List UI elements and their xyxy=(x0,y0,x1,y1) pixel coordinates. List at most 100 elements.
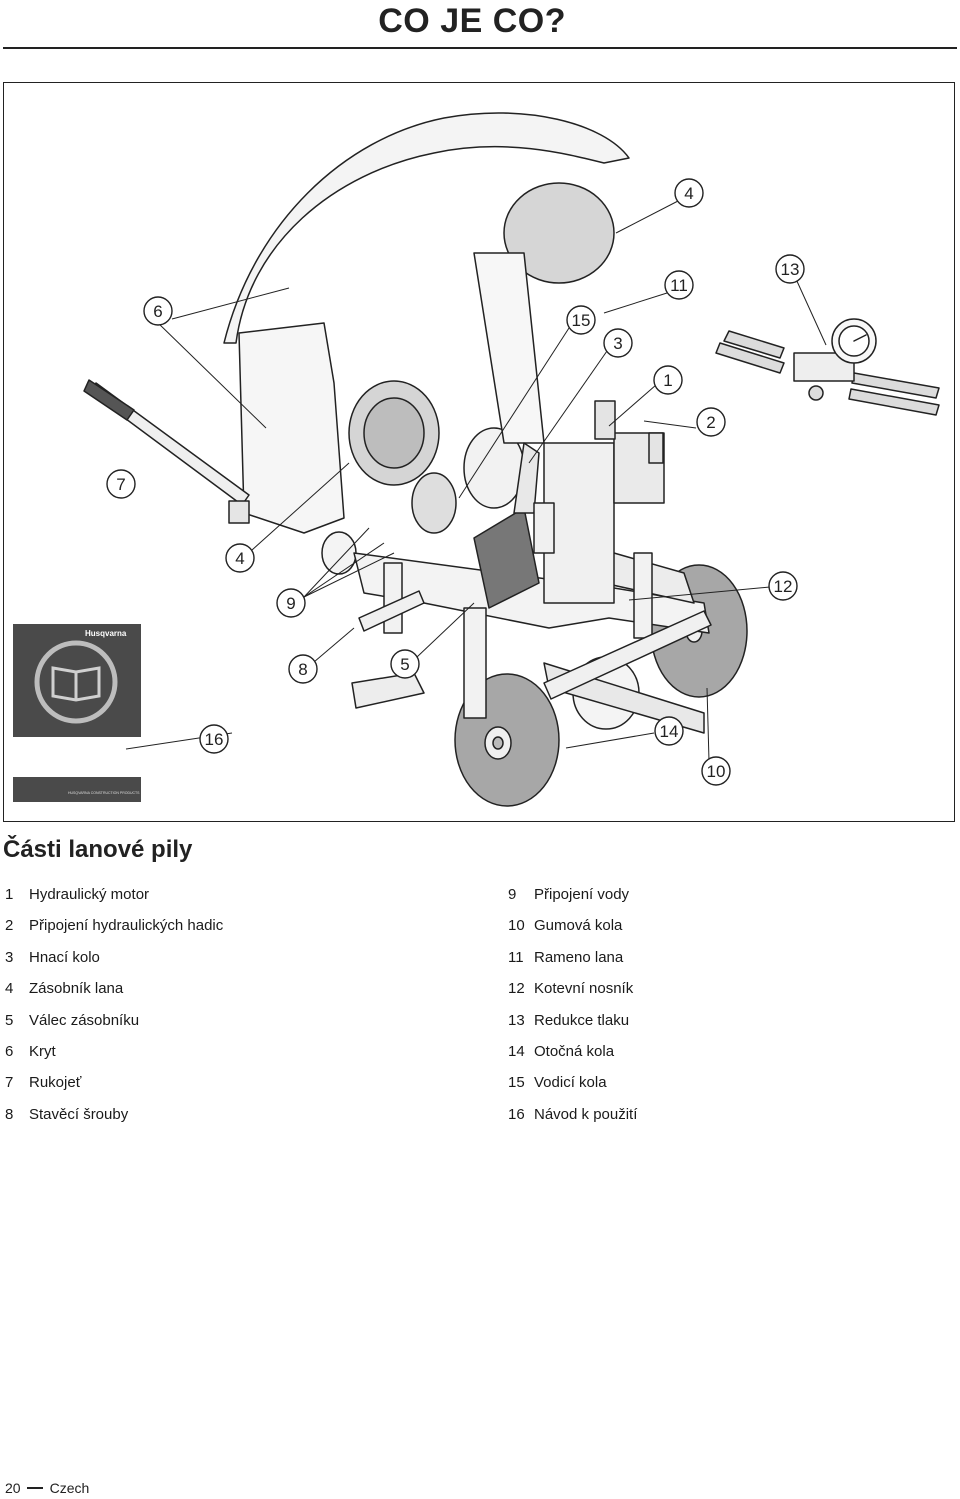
leader-line xyxy=(303,552,395,598)
book-icon xyxy=(34,640,118,724)
part-number: 9 xyxy=(508,886,517,903)
part-label: Redukce tlaku xyxy=(534,1011,630,1029)
part-label: Otočná kola xyxy=(534,1042,615,1060)
svg-text:8: 8 xyxy=(298,660,307,679)
part-label: Rukojeť xyxy=(29,1074,82,1092)
svg-text:15: 15 xyxy=(572,311,591,330)
leader-line xyxy=(303,542,385,598)
part-number: 12 xyxy=(508,980,525,998)
part-number: 1 xyxy=(5,886,14,903)
leader-line xyxy=(528,350,608,464)
part-label: Zásobník lana xyxy=(29,980,124,998)
leader-line xyxy=(313,627,355,663)
part-label: Vodicí kola xyxy=(534,1074,607,1092)
part-number: 10 xyxy=(508,917,525,935)
part-number: 5 xyxy=(5,1011,14,1029)
rope-arm xyxy=(473,252,545,444)
part-number: 6 xyxy=(5,1042,14,1060)
part-item: 10 Gumová kola xyxy=(508,917,637,948)
callout-2: 2 xyxy=(696,407,726,437)
part-label: Kotevní nosník xyxy=(534,980,634,998)
callout-1: 1 xyxy=(653,365,683,395)
leader-line xyxy=(171,287,290,320)
part-number: 3 xyxy=(5,948,14,966)
part-label: Válec zásobníku xyxy=(29,1011,140,1029)
leader-line xyxy=(795,278,827,346)
svg-text:7: 7 xyxy=(116,475,125,494)
part-number: 14 xyxy=(508,1042,525,1060)
leader-line xyxy=(458,327,570,499)
title-rule xyxy=(3,47,957,49)
part-item: 2 Připojení hydraulických hadic xyxy=(5,917,223,948)
leader-line xyxy=(608,384,657,427)
part-number: 4 xyxy=(5,980,14,998)
callout-12: 12 xyxy=(768,571,798,601)
leader-line xyxy=(303,527,370,598)
part-label: Gumová kola xyxy=(534,917,623,935)
callout-9: 9 xyxy=(276,588,306,618)
anchor-beam xyxy=(543,610,712,700)
leader-line xyxy=(615,200,679,234)
svg-text:13: 13 xyxy=(781,260,800,279)
svg-text:1: 1 xyxy=(663,371,672,390)
part-item: 3 Hnací kolo xyxy=(5,949,223,980)
leader-line xyxy=(706,687,710,762)
part-label: Hnací kolo xyxy=(29,948,100,966)
manual-brand: Husqvarna xyxy=(85,629,127,638)
callout-4: 4 xyxy=(225,543,255,573)
part-item: 14 Otočná kola xyxy=(508,1043,637,1074)
svg-text:10: 10 xyxy=(707,762,726,781)
leader-line xyxy=(416,602,475,658)
part-number: 7 xyxy=(5,1074,14,1092)
callout-3: 3 xyxy=(603,328,633,358)
part-label: Kryt xyxy=(29,1042,56,1060)
callout-13: 13 xyxy=(775,254,805,284)
manual-footer-text: HUSQVARNA CONSTRUCTION PRODUCTS xyxy=(68,791,140,795)
manual-footer: HUSQVARNA CONSTRUCTION PRODUCTS xyxy=(13,777,141,802)
callout-8: 8 xyxy=(288,654,318,684)
front-wheel-hub-center xyxy=(492,736,504,750)
footer-dash xyxy=(26,1487,43,1489)
callout-15: 15 xyxy=(566,305,596,335)
pressure-reducer xyxy=(715,318,940,416)
part-item: 5 Válec zásobníku xyxy=(5,1012,223,1043)
svg-text:9: 9 xyxy=(286,594,295,613)
leader-line xyxy=(628,586,771,601)
callout-4: 4 xyxy=(674,178,704,208)
part-item: 1 Hydraulický motor xyxy=(5,886,223,917)
part-label: Hydraulický motor xyxy=(29,886,150,903)
part-label: Připojení hydraulických hadic xyxy=(29,917,224,935)
svg-text:4: 4 xyxy=(684,184,693,203)
callout-10: 10 xyxy=(701,756,731,786)
part-item: 6 Kryt xyxy=(5,1043,223,1074)
leader-line xyxy=(251,462,350,551)
part-number: 15 xyxy=(508,1074,525,1092)
part-label: Návod k použití xyxy=(534,1105,638,1123)
rear-shroud xyxy=(238,322,345,534)
svg-text:2: 2 xyxy=(706,413,715,432)
svg-text:3: 3 xyxy=(613,334,622,353)
part-number: 2 xyxy=(5,917,14,935)
callout-14: 14 xyxy=(654,716,684,746)
callout-16: 16 xyxy=(199,724,229,754)
leader-line xyxy=(565,732,655,749)
part-item: 12 Kotevní nosník xyxy=(508,980,637,1011)
svg-text:12: 12 xyxy=(774,577,793,596)
callout-6: 6 xyxy=(143,296,173,326)
svg-text:4: 4 xyxy=(235,549,244,568)
operators-manual: Husqvarna xyxy=(13,624,141,737)
svg-text:5: 5 xyxy=(400,655,409,674)
part-label: Stavěcí šrouby xyxy=(29,1105,129,1123)
svg-text:14: 14 xyxy=(660,722,679,741)
callout-5: 5 xyxy=(390,649,420,679)
svg-text:11: 11 xyxy=(670,276,688,295)
svg-text:16: 16 xyxy=(205,730,224,749)
part-item: 7 Rukojeť xyxy=(5,1074,223,1105)
